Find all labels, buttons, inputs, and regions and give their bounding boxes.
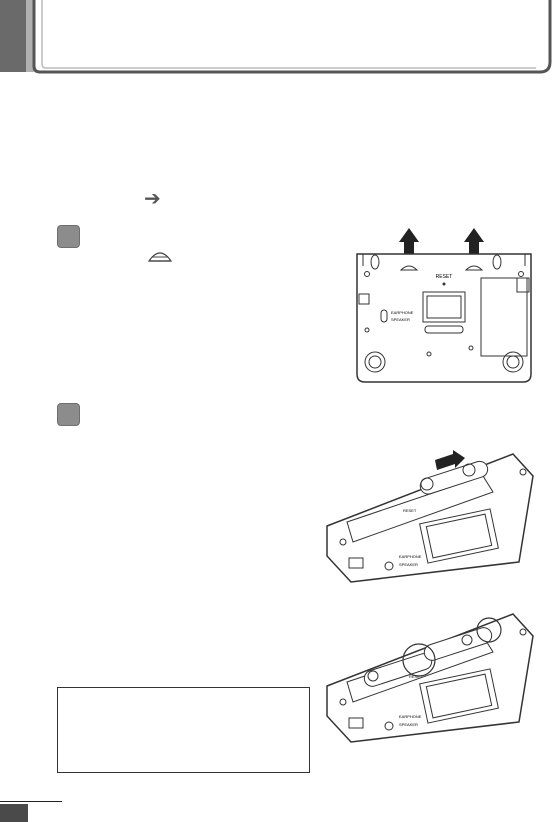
page-number-tab (0, 804, 28, 822)
earphone-label-3: EARPHONE (399, 714, 422, 719)
arrow-right-icon: ➔ (144, 188, 161, 210)
footer-rule (0, 801, 62, 802)
latch-icon (147, 252, 173, 262)
header-banner (0, 0, 552, 74)
speaker-label-3: SPEAKER (399, 722, 418, 727)
note-box (57, 687, 310, 773)
speaker-label: SPEAKER (391, 317, 410, 322)
device-bottom-illustration: RESET EARPHONE SPEAKER (356, 228, 532, 383)
reset-label-3: RESET (409, 674, 423, 679)
step-2-badge (57, 403, 80, 426)
speaker-label-2: SPEAKER (399, 562, 418, 567)
battery-installed-illustration: RESET EARPHONE SPEAKER (326, 613, 534, 743)
earphone-label: EARPHONE (391, 310, 414, 315)
step-1-badge (57, 225, 80, 248)
reset-label-2: RESET (403, 508, 417, 513)
battery-insert-illustration: RESET EARPHONE SPEAKER (326, 450, 534, 583)
earphone-label-2: EARPHONE (399, 554, 422, 559)
reset-label: RESET (436, 274, 453, 280)
